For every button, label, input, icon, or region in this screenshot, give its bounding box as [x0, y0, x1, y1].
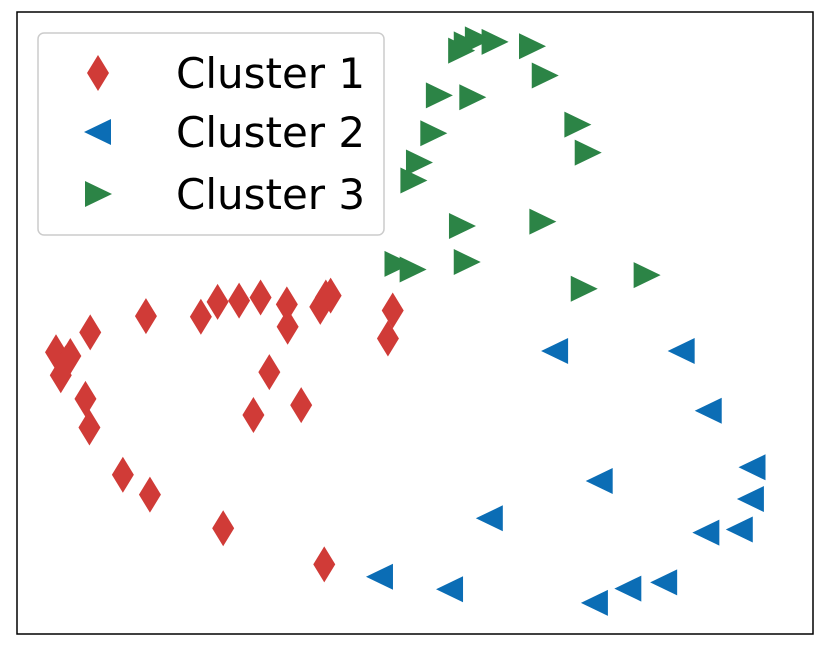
cluster-2-point-13: [614, 575, 642, 602]
cluster-3-point-15: [529, 208, 557, 235]
legend-label-cluster-2: Cluster 2: [176, 108, 365, 157]
cluster-1-point-5: [79, 314, 102, 351]
cluster-2-point-2: [667, 337, 695, 364]
cluster-3-point-17: [399, 256, 427, 283]
cluster-2-point-7: [692, 519, 720, 546]
cluster-1-point-22: [319, 277, 342, 314]
plot-marks: [45, 26, 766, 616]
cluster-1-point-24: [376, 320, 399, 357]
cluster-3-point-11: [574, 139, 602, 166]
cluster-2-point-5: [736, 486, 764, 513]
cluster-3-point-8: [459, 84, 487, 111]
legend-box: [37, 32, 385, 236]
cluster-2-point-10: [365, 563, 393, 590]
series-3: [384, 26, 661, 302]
legend-label-cluster-1: Cluster 1: [176, 49, 365, 98]
cluster-3-point-19: [570, 275, 598, 302]
legend-marker-cluster-1: [87, 55, 109, 91]
cluster-1-point-15: [275, 286, 298, 323]
cluster-1-point-14: [249, 279, 272, 316]
cluster-2-point-6: [725, 516, 753, 543]
cluster-1-point-26: [313, 546, 336, 583]
cluster-3-point-18: [453, 249, 481, 276]
cluster-1-point-7: [78, 409, 101, 446]
cluster-1-point-10: [134, 298, 157, 335]
cluster-1-point-25: [212, 510, 235, 547]
cluster-1-point-17: [258, 354, 281, 391]
cluster-2-point-1: [541, 337, 569, 364]
cluster-1-point-12: [206, 283, 229, 320]
cluster-3-point-14: [448, 212, 476, 239]
cluster-2-point-9: [475, 505, 503, 532]
cluster-2-point-4: [738, 454, 766, 481]
cluster-3-point-16: [384, 250, 412, 277]
cluster-1-point-6: [74, 380, 97, 417]
legend: Cluster 1 Cluster 2 Cluster 3: [37, 32, 385, 236]
cluster-3-point-9: [420, 120, 448, 147]
cluster-1-point-18: [242, 397, 265, 434]
cluster-1-point-16: [276, 308, 299, 345]
cluster-2-point-8: [585, 467, 613, 494]
cluster-1-point-4: [54, 345, 77, 382]
cluster-2-point-12: [580, 589, 608, 616]
cluster-2-point-11: [436, 576, 464, 603]
cluster-3-point-10: [564, 111, 592, 138]
cluster-2-point-14: [650, 569, 678, 596]
cluster-1-point-19: [290, 387, 313, 424]
legend-marker-cluster-3: [85, 181, 112, 207]
cluster-3-point-20: [633, 262, 661, 289]
cluster-3-point-13: [400, 167, 428, 194]
plot-frame: [16, 11, 814, 635]
cluster-3-point-12: [405, 149, 433, 176]
cluster-3-point-4: [453, 31, 481, 58]
cluster-3-point-5: [519, 33, 547, 60]
cluster-3-point-7: [425, 82, 453, 109]
legend-label-cluster-3: Cluster 3: [176, 170, 365, 219]
cluster-2-point-3: [694, 397, 722, 424]
cluster-1-point-11: [189, 298, 212, 335]
cluster-1-point-9: [138, 476, 161, 513]
cluster-1-point-8: [111, 456, 134, 493]
cluster-1-point-13: [228, 282, 251, 319]
cluster-3-point-3: [481, 28, 509, 55]
cluster-3-point-6: [531, 62, 559, 89]
series-1: [45, 277, 404, 583]
cluster-1-point-23: [381, 292, 404, 329]
series-2: [365, 337, 766, 616]
legend-marker-cluster-2: [84, 119, 111, 145]
